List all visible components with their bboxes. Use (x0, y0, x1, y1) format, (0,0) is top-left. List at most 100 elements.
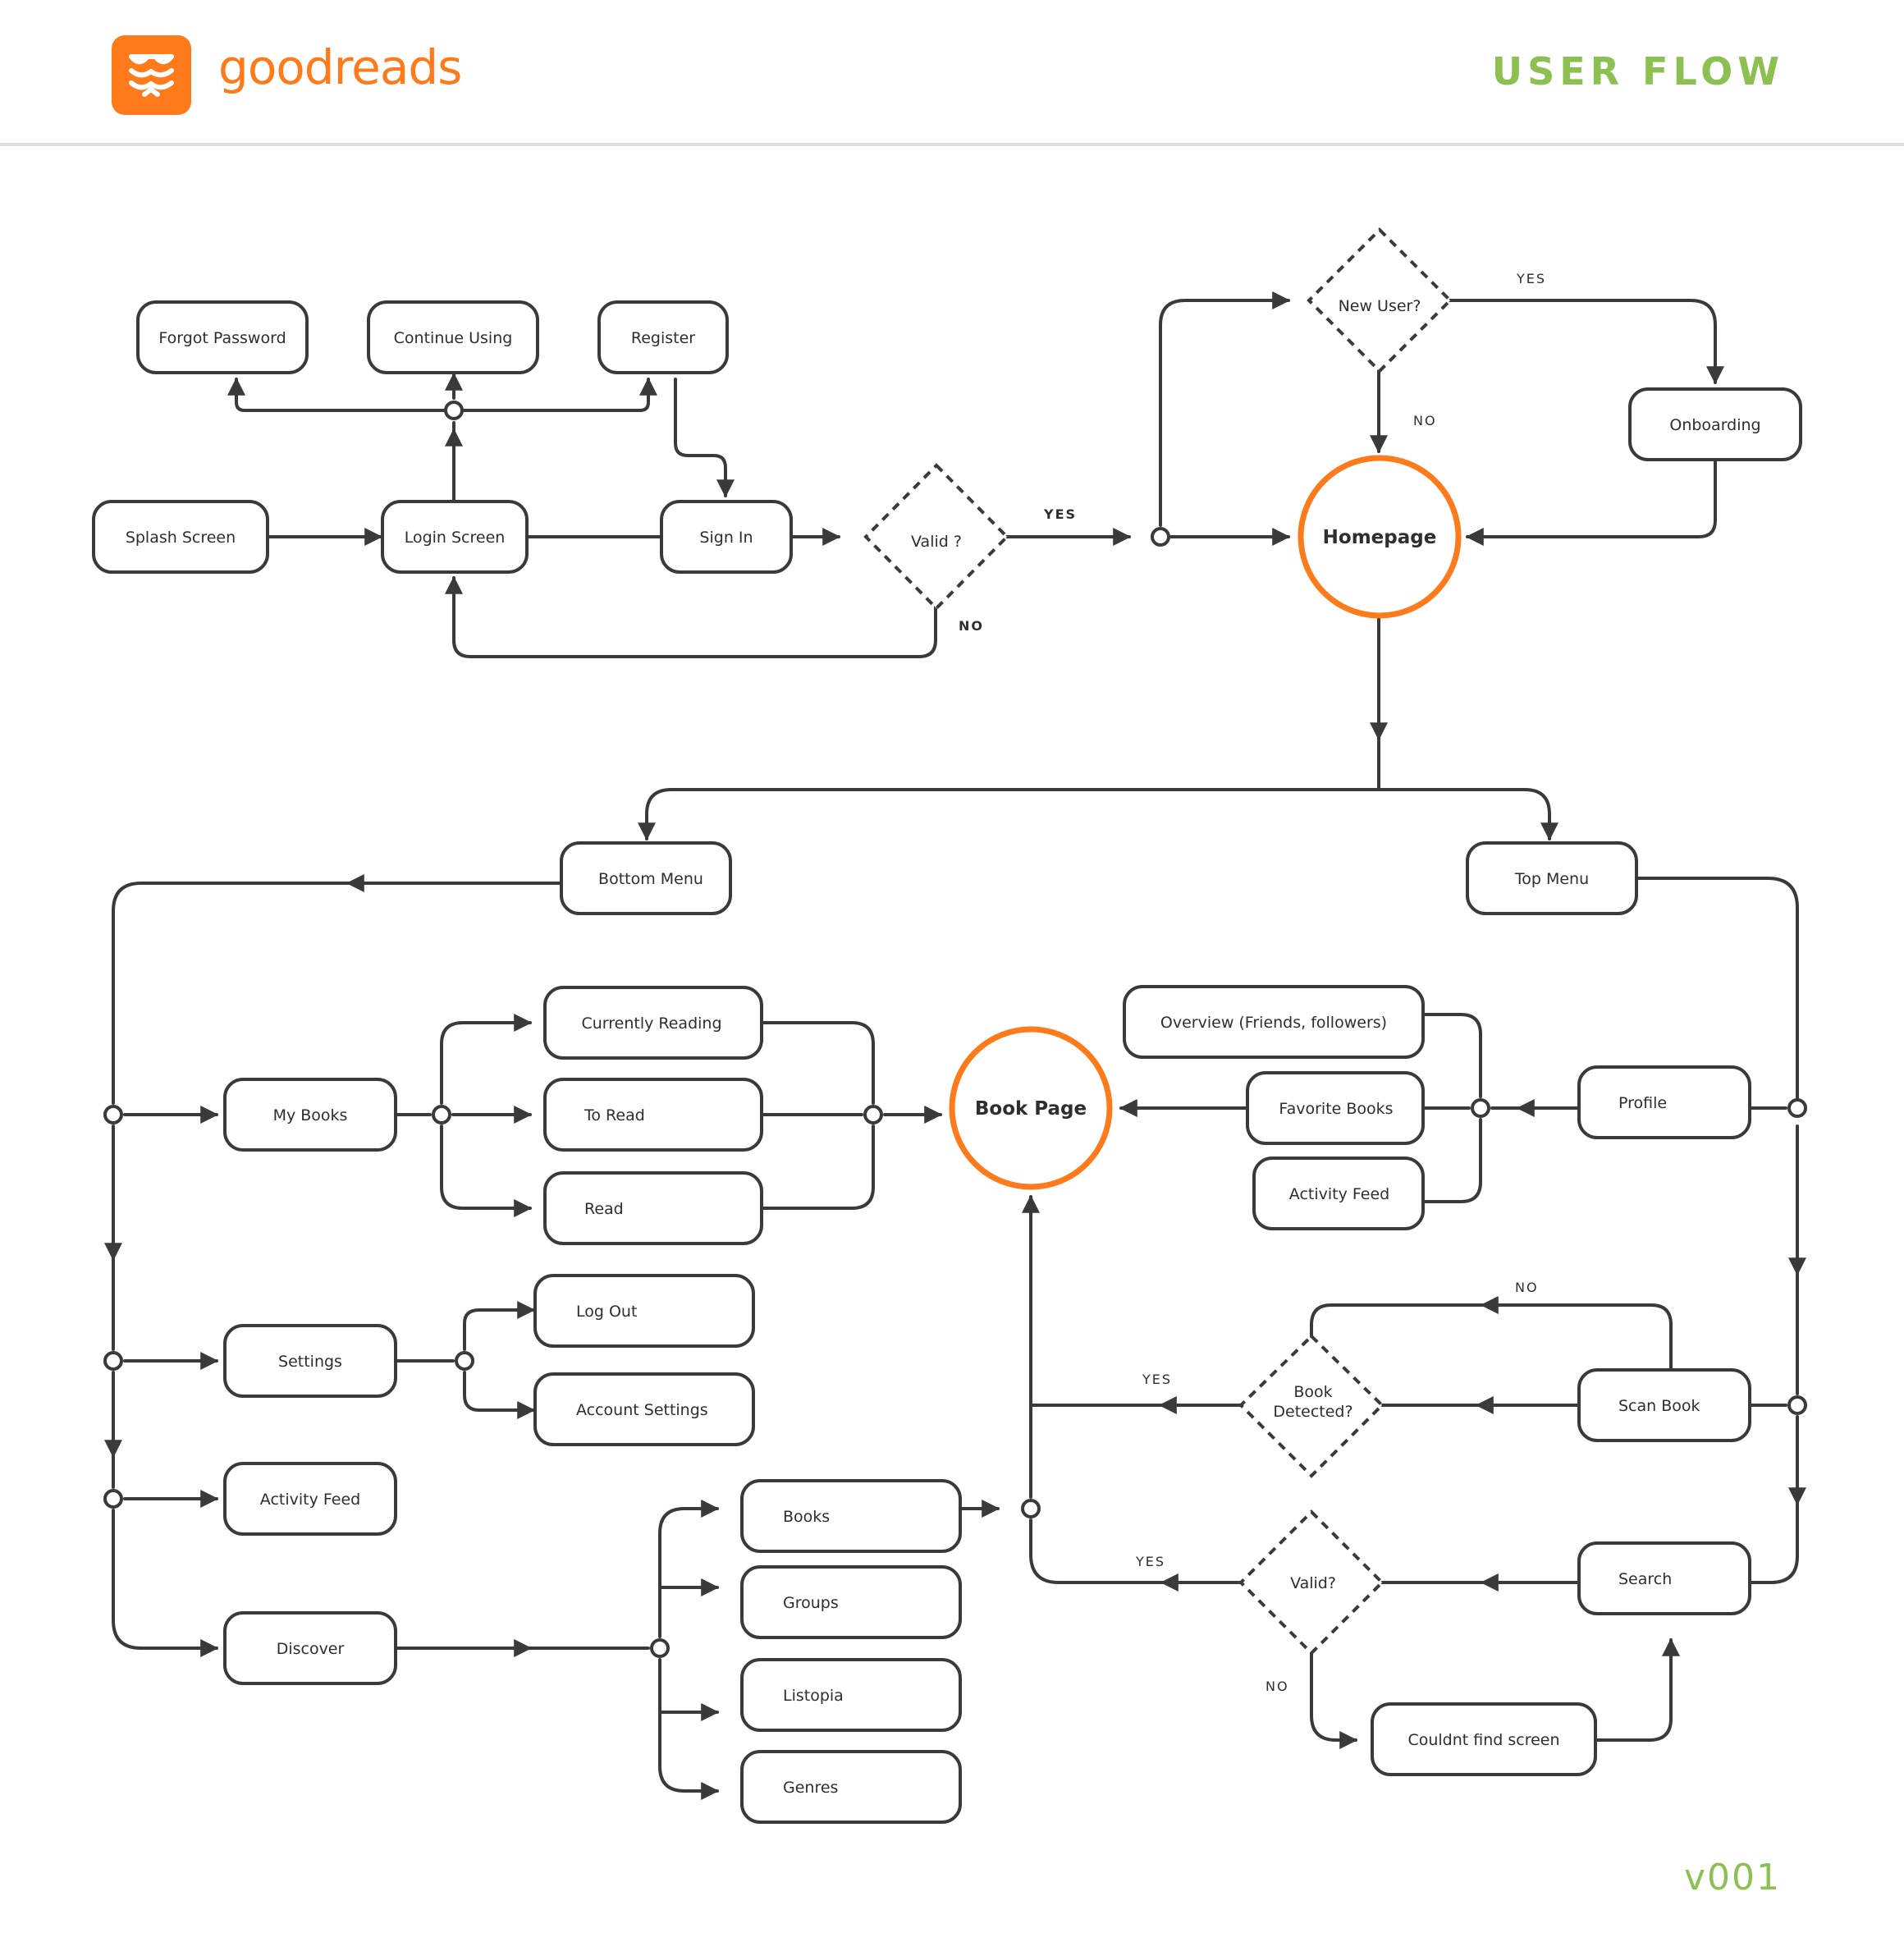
node-activity-feed-label: Activity Feed (260, 1491, 360, 1509)
node-groups: Groups (740, 1565, 962, 1639)
node-sign-in-label: Sign In (699, 529, 753, 547)
edge-onboarding-homepage (1465, 460, 1717, 546)
node-to-read-label: To Read (584, 1106, 645, 1124)
node-search: Search (1577, 1541, 1751, 1615)
node-search-label: Search (1618, 1570, 1672, 1588)
node-read: Read (543, 1171, 763, 1245)
edge-split-top (1377, 788, 1558, 841)
node-book-page-label: Book Page (975, 1098, 1087, 1120)
node-book-detected-label-1: Book (1293, 1383, 1332, 1401)
node-groups-label: Groups (783, 1594, 839, 1612)
junction-right-scan (1787, 1395, 1807, 1415)
node-forgot-password-label: Forgot Password (158, 329, 286, 347)
node-account-settings: Account Settings (533, 1372, 755, 1446)
edge-newuser-yes (1448, 299, 1724, 385)
edge-labels: YES NO YES NO NO YES YES NO (959, 271, 1546, 1694)
node-homepage-label: Homepage (1323, 527, 1437, 548)
node-new-user-decision: New User? (1307, 227, 1453, 373)
node-settings-label: Settings (278, 1353, 342, 1371)
node-favorite-books: Favorite Books (1246, 1071, 1425, 1145)
edge-discover-spine (658, 1500, 720, 1638)
node-homepage: Homepage (1298, 455, 1462, 619)
node-genres-label: Genres (783, 1779, 838, 1797)
header-divider (0, 143, 1904, 146)
junction-profile (1471, 1098, 1490, 1118)
junction-right-profile (1787, 1098, 1807, 1118)
label-valid-yes: YES (1043, 506, 1077, 522)
edge-junction-overview (1423, 1013, 1482, 1098)
header: goodreads USER FLOW (0, 0, 1904, 146)
node-overview-label: Overview (Friends, followers) (1160, 1014, 1387, 1032)
connectors (104, 291, 1806, 1800)
node-genres: Genres (740, 1750, 962, 1824)
node-couldnt-find: Couldnt find screen (1371, 1702, 1597, 1776)
junction-dots (103, 401, 1807, 1658)
node-forgot-password: Forgot Password (136, 300, 309, 374)
edge-register-signin (674, 378, 735, 498)
node-bottom-menu: Bottom Menu (560, 841, 732, 915)
junction-left-settings (103, 1351, 123, 1371)
node-new-user-label: New User? (1339, 297, 1421, 315)
node-splash-screen-label: Splash Screen (126, 529, 236, 547)
label-search-yes: YES (1135, 1554, 1165, 1569)
junction-shelves (863, 1105, 883, 1124)
label-new-user-yes: YES (1516, 271, 1546, 286)
node-profile: Profile (1577, 1065, 1751, 1139)
label-scan-yes: YES (1142, 1372, 1172, 1387)
node-currently-reading-label: Currently Reading (581, 1015, 721, 1033)
edge-junction-logout (463, 1301, 536, 1351)
edge-spine-5 (112, 1509, 219, 1657)
node-read-label: Read (584, 1200, 624, 1218)
junction-books (1021, 1499, 1041, 1518)
junction-discover (650, 1638, 670, 1658)
node-book-detected-decision: Book Detected? (1238, 1334, 1385, 1478)
node-onboarding: Onboarding (1628, 387, 1802, 461)
junction-left-mybooks (103, 1105, 123, 1124)
edge-scan-no-loop (1480, 1296, 1673, 1369)
node-listopia: Listopia (740, 1658, 962, 1732)
edge-junction-read (440, 1124, 533, 1217)
node-register: Register (597, 300, 729, 374)
junction-valid-yes (1151, 527, 1170, 547)
node-books-label: Books (783, 1508, 830, 1526)
node-log-out-label: Log Out (576, 1303, 637, 1321)
node-continue-using-label: Continue Using (394, 329, 513, 347)
node-login-screen: Login Screen (381, 500, 529, 574)
node-to-read: To Read (543, 1078, 763, 1152)
edge-valid-search-yes-b (1029, 1518, 1164, 1584)
node-top-menu: Top Menu (1466, 841, 1638, 915)
node-currently-reading: Currently Reading (543, 986, 763, 1060)
junction-settings (455, 1351, 474, 1371)
edge-couldnt-search (1595, 1637, 1680, 1742)
edge-junction-register (452, 377, 657, 412)
node-valid-login-decision: Valid ? (863, 463, 1009, 611)
node-continue-using: Continue Using (367, 300, 539, 374)
label-search-no: NO (1266, 1679, 1289, 1694)
edge-junction-activity (1423, 1118, 1482, 1203)
node-discover: Discover (223, 1611, 397, 1685)
node-activity-feed: Activity Feed (223, 1462, 397, 1536)
node-account-settings-label: Account Settings (576, 1401, 708, 1419)
label-new-user-no: NO (1413, 413, 1437, 428)
edge-junction-currently (440, 1014, 533, 1105)
brand-name: goodreads (218, 39, 462, 95)
node-splash-screen: Splash Screen (92, 500, 269, 574)
node-valid-search-label: Valid? (1290, 1574, 1336, 1592)
edge-bottommenu-spine (112, 882, 350, 1105)
node-favorite-books-label: Favorite Books (1279, 1100, 1393, 1118)
node-sign-in: Sign In (660, 500, 793, 574)
junction-left-activity (103, 1489, 123, 1509)
page-title: USER FLOW (1491, 49, 1784, 94)
node-login-screen-label: Login Screen (405, 529, 506, 547)
node-activity-feed-profile: Activity Feed (1252, 1156, 1425, 1230)
node-book-detected-label-2: Detected? (1273, 1403, 1352, 1421)
edge-rspine-4 (1748, 1502, 1799, 1584)
node-log-out: Log Out (533, 1274, 755, 1348)
nodes: Forgot Password Continue Using Register … (92, 227, 1802, 1824)
node-scan-book-label: Scan Book (1618, 1397, 1700, 1415)
label-valid-no: NO (959, 618, 984, 634)
label-scan-no: NO (1515, 1280, 1539, 1295)
node-books: Books (740, 1479, 962, 1553)
node-my-books-label: My Books (273, 1106, 348, 1124)
